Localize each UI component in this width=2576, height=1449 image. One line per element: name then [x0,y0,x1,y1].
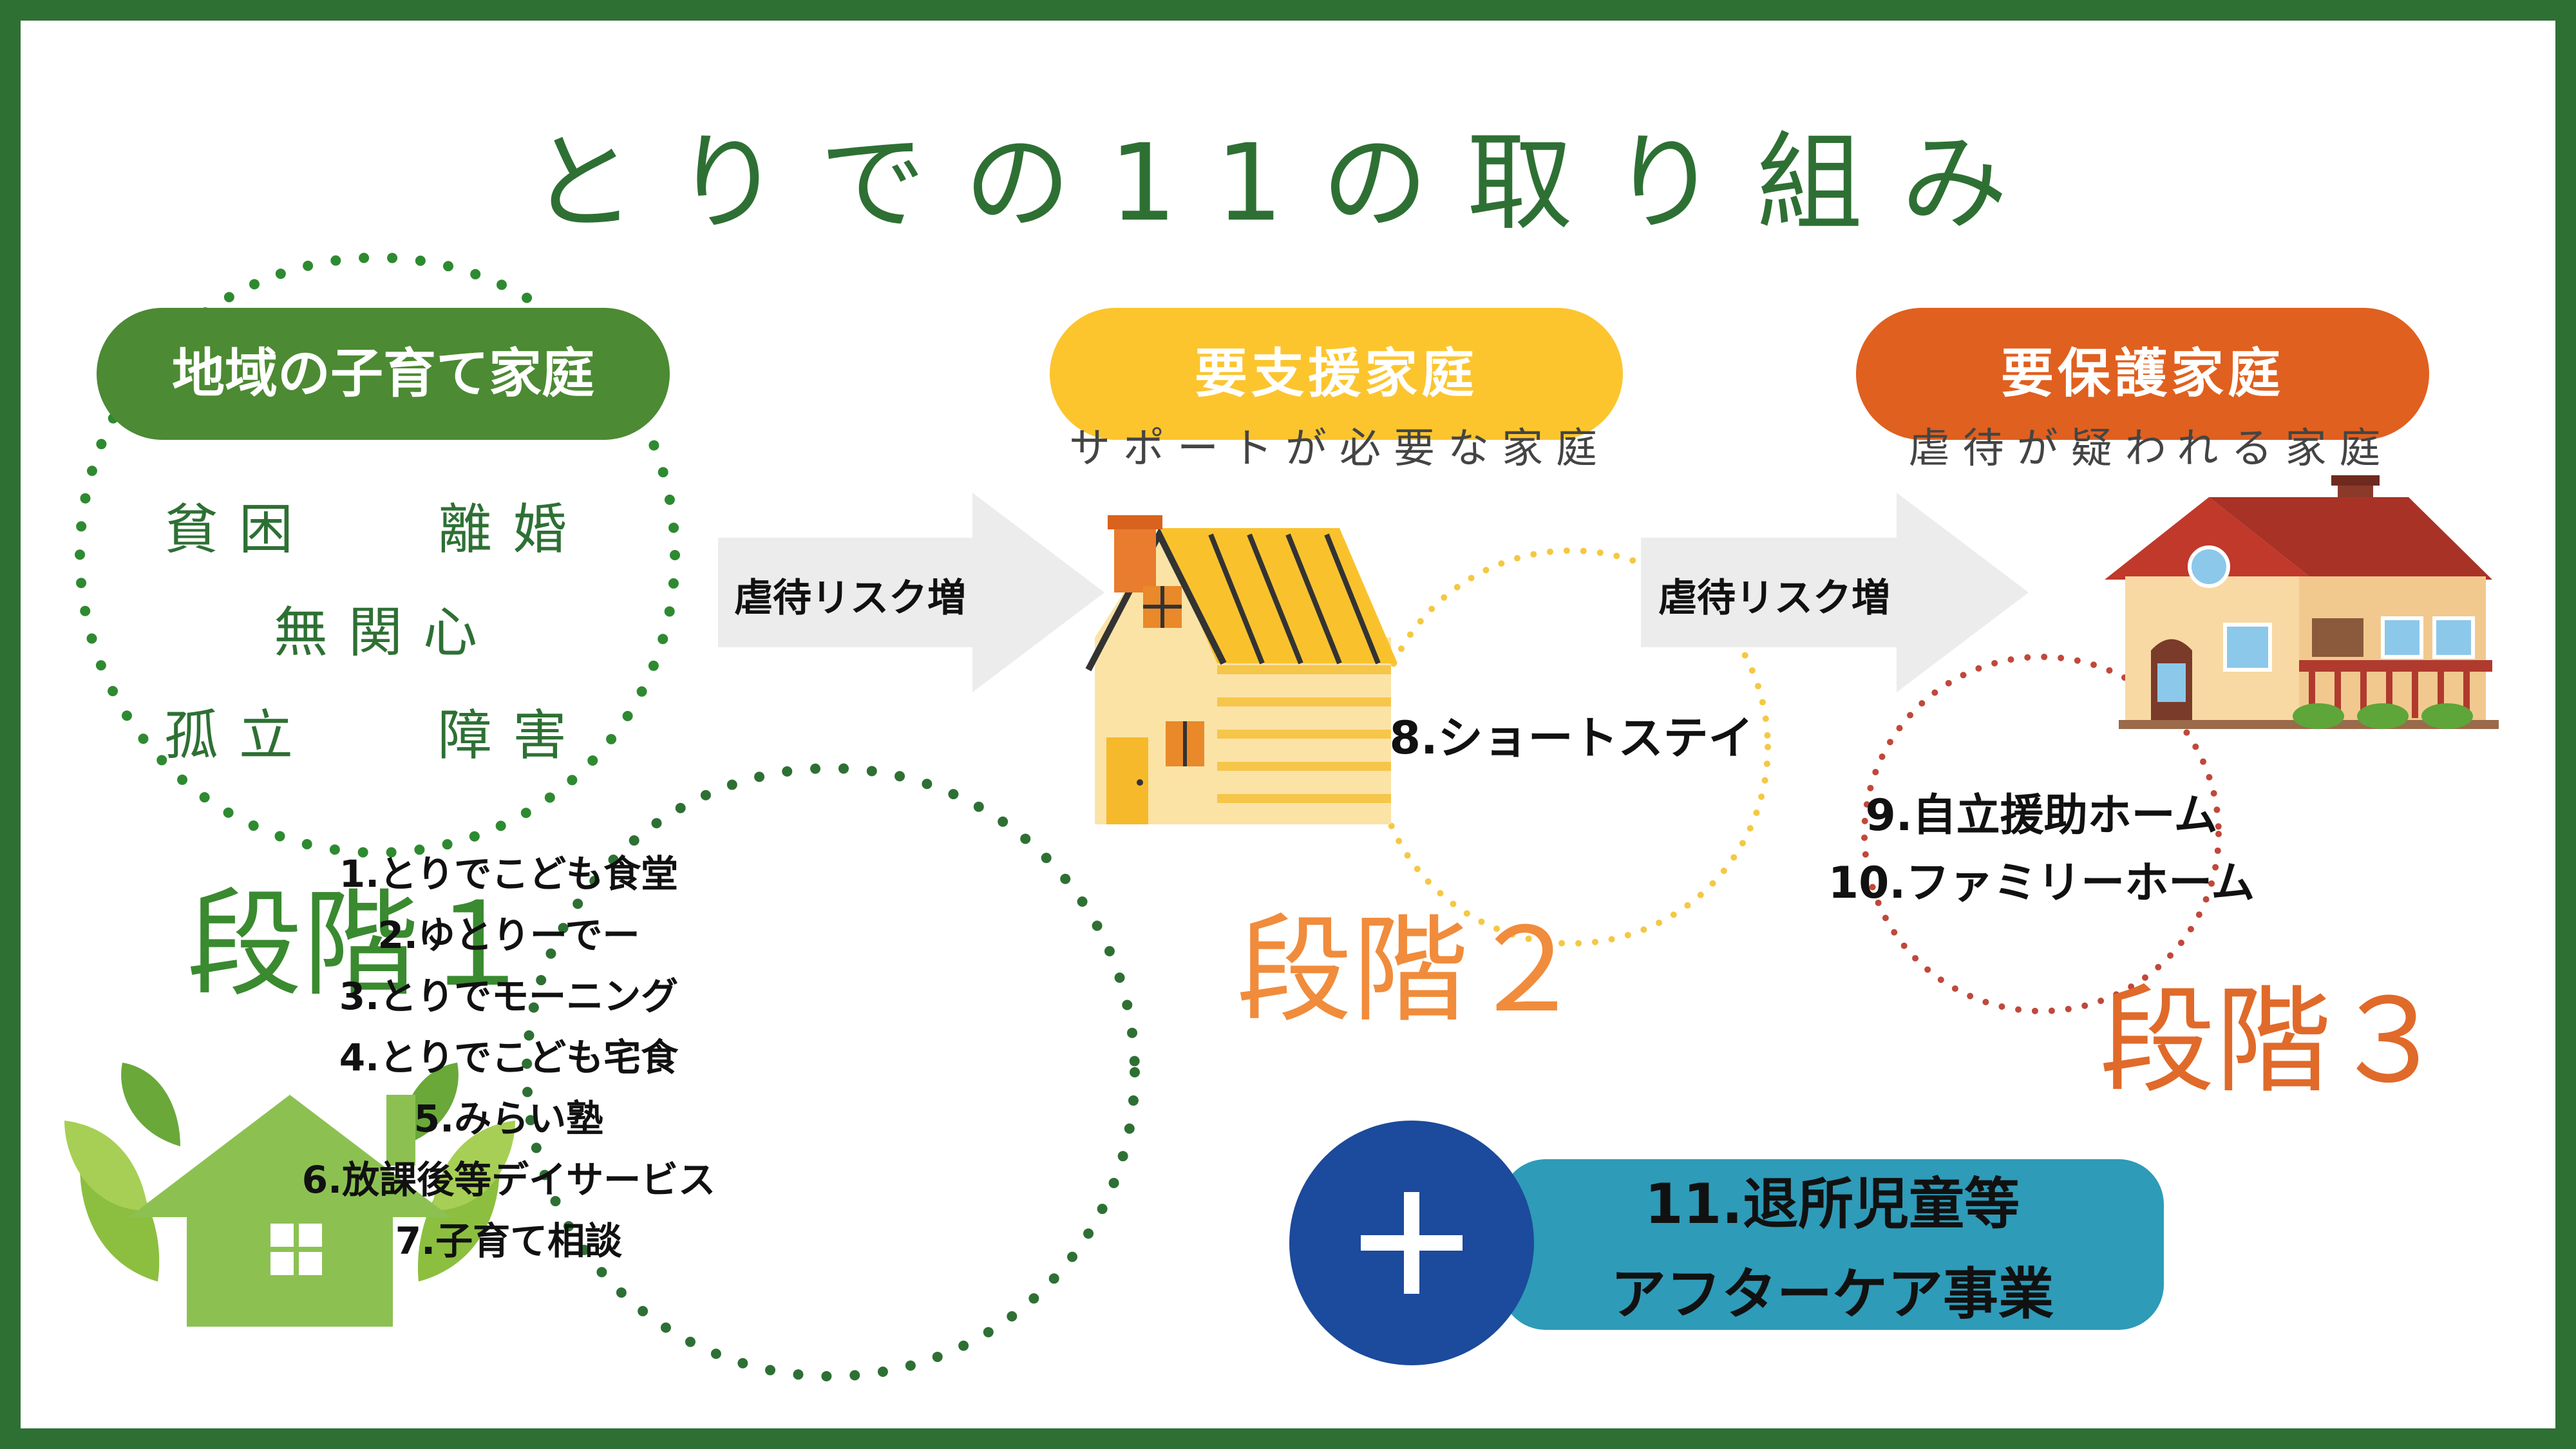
stage3-program-10: 10.ファミリーホーム [1828,858,2255,909]
arrow1-label: 虐待リスク増 [734,576,966,621]
arrow-2 [1641,493,2029,692]
arrow-1 [718,493,1104,692]
program-item: 7.子育て相談 [395,1219,623,1263]
program-item: 4.とりでこども宅食 [339,1036,679,1079]
program-item: 1.とりでこども食堂 [339,852,679,896]
aftercare-line-2: アフターケア事業 [1611,1262,2054,1327]
stage1-pill: 地域の子育て家庭 [97,308,670,440]
issue-isolation: 孤立 [164,704,314,767]
stage3-pill: 要保護家庭 [1856,308,2429,440]
stage2-subtitle: サポートが必要な家庭 [1069,425,1610,473]
aftercare-line-1: 11.退所児童等 [1644,1172,2020,1236]
issue-indifference: 無関心 [274,601,498,664]
program-item: 2.ゆとりーでー [377,913,640,957]
stage1-dotted-circle [75,252,680,858]
arrow2-label: 虐待リスク増 [1658,576,1890,621]
issue-disability: 障害 [438,704,588,767]
stage3-subtitle: 虐待が疑われる家庭 [1908,425,2394,473]
stage3-label: 段階３ [2099,974,2448,1109]
program-item: 3.とりでモーニング [339,974,679,1018]
issue-poverty: 貧困 [164,498,314,561]
stage1-label: 段階１ [187,878,535,1012]
programs-dotted-circle [522,763,1140,1381]
stage2-pill: 要支援家庭 [1050,308,1623,440]
stage3-program-9: 9.自立援助ホーム [1865,790,2218,841]
issue-divorce: 離婚 [438,498,588,561]
stage2-program: 8.ショートステイ [1389,712,1754,764]
program-item: 6.放課後等デイサービス [301,1158,716,1202]
aftercare-box [1501,1159,2164,1330]
program-item: 5.みらい塾 [413,1097,604,1141]
green-house-illustration [64,1063,515,1327]
stage2-label: 段階２ [1236,904,1585,1038]
aftercare-text: 11.退所児童等 アフターケア事業 [1533,1159,2132,1340]
red-roof-house-illustration [2105,475,2499,729]
yellow-house-illustration [1085,515,1397,824]
page-title: とりでの11の取り組み [529,121,2047,245]
stage3-dotted-circle [1861,654,2222,1014]
